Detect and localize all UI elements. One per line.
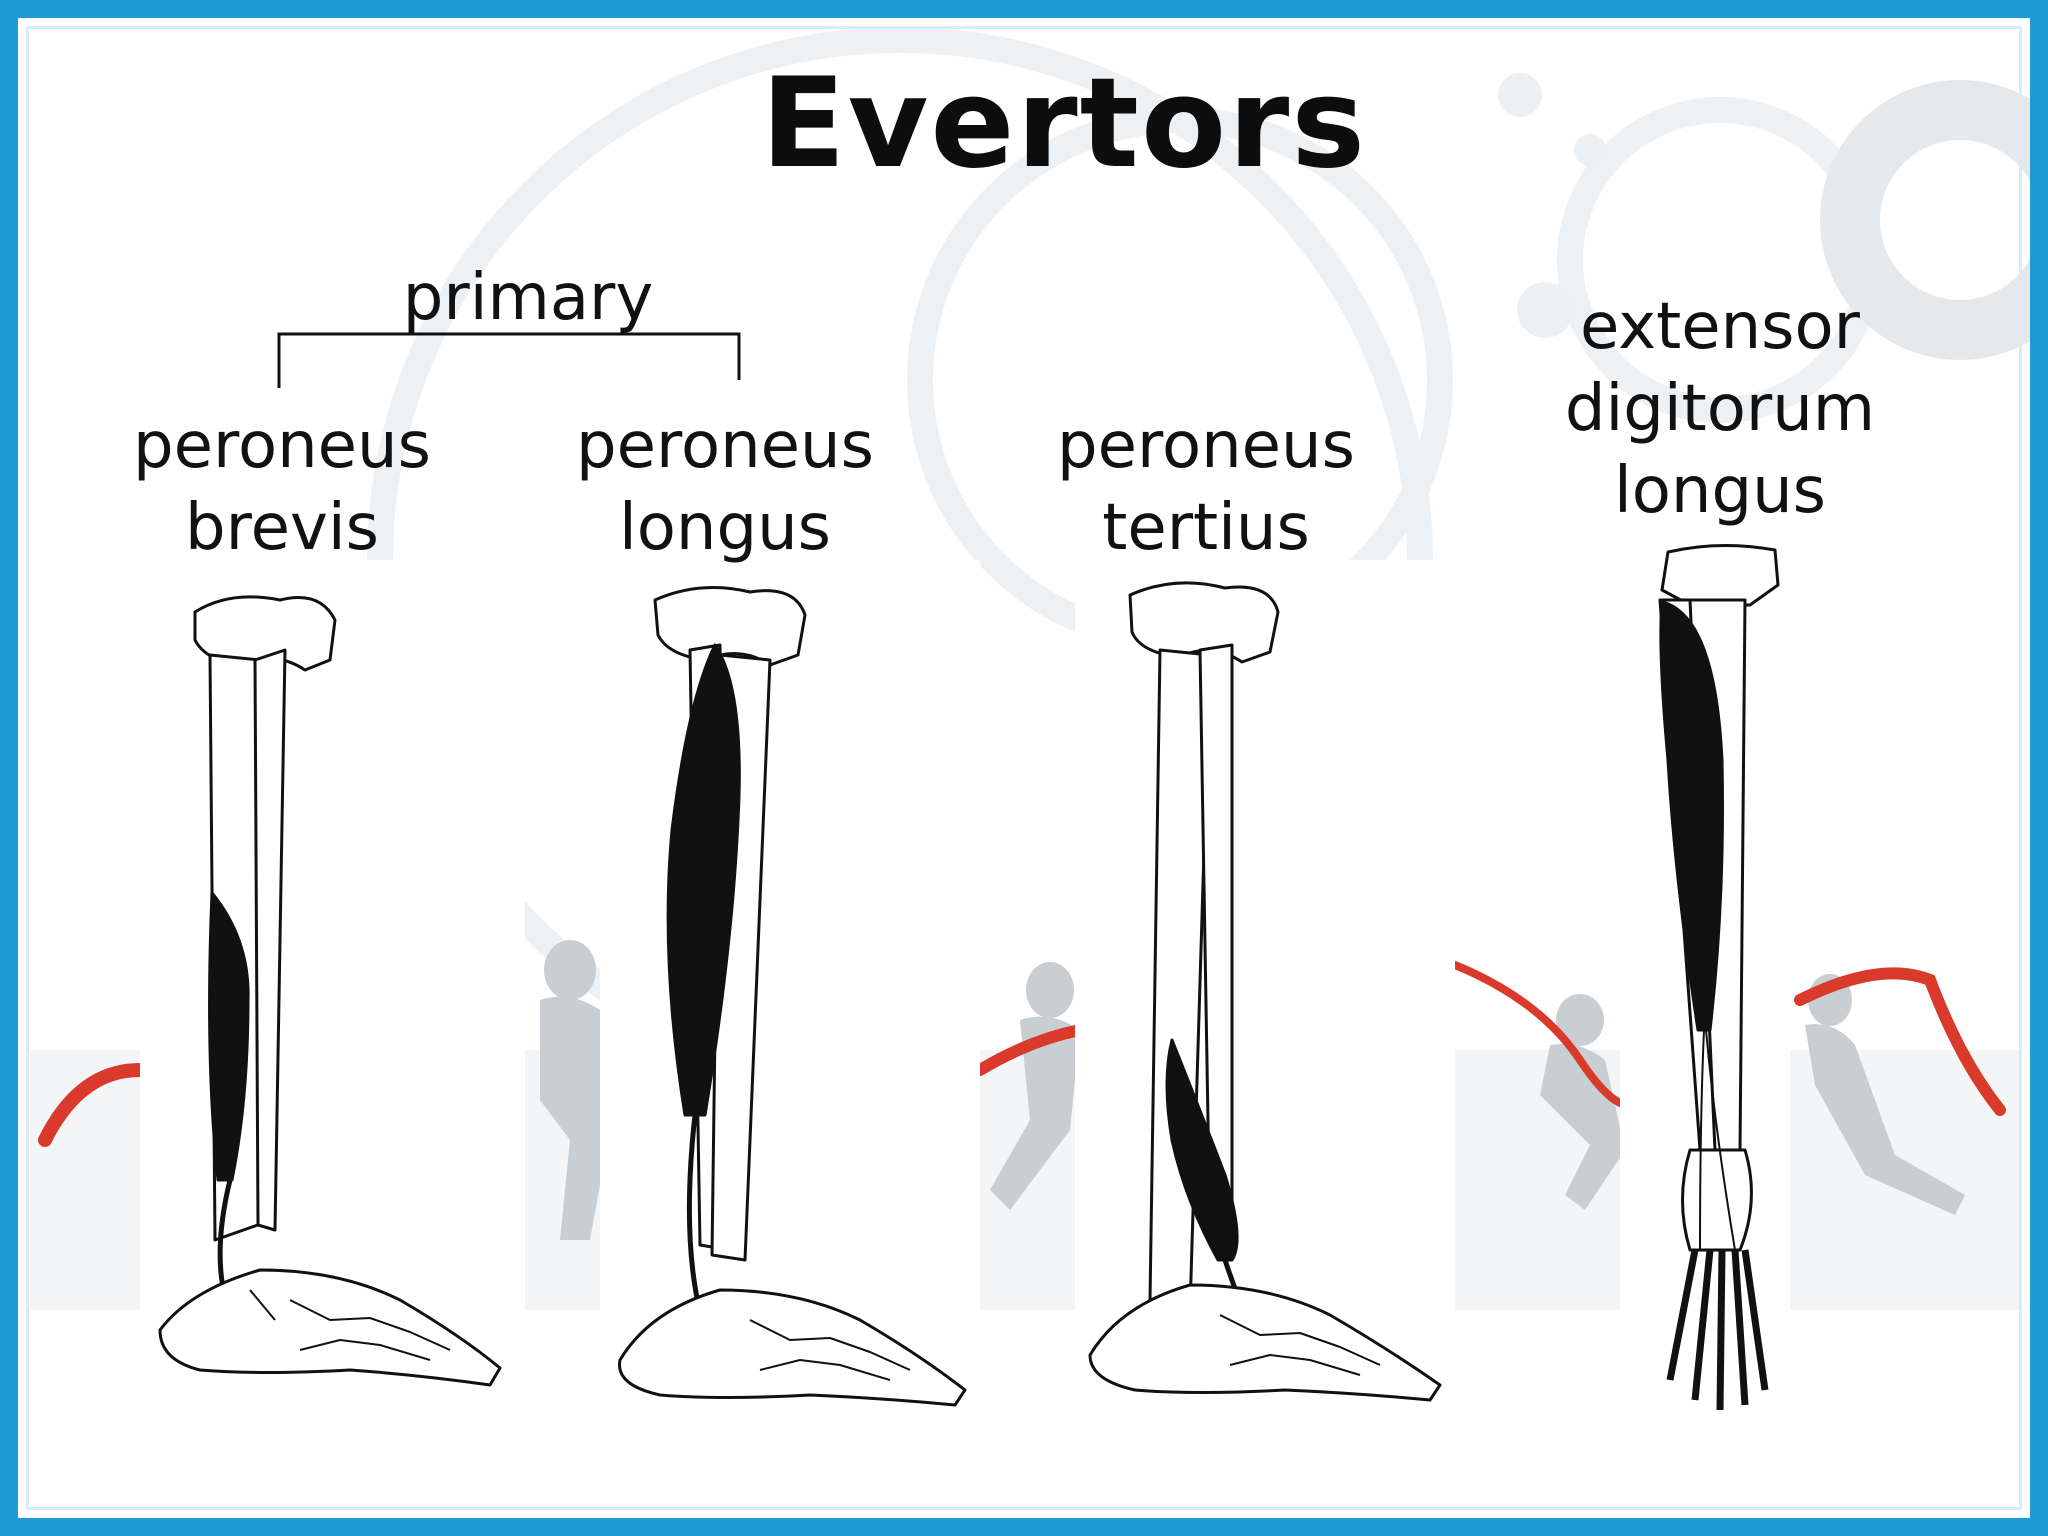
deco-ring xyxy=(1820,80,2048,360)
foot xyxy=(158,1268,502,1387)
deco-dot xyxy=(1574,134,1606,166)
ankle-bones xyxy=(1681,1148,1753,1252)
fibula xyxy=(253,648,287,1232)
slide-title: Evertors xyxy=(760,52,1368,196)
label-extensor-digitorum-longus: extensor digitorum longus xyxy=(1564,290,1876,528)
leg-figure-peroneus-tertius xyxy=(1088,581,1442,1402)
leg-figure-extensor-digitorum-longus xyxy=(1658,543,1780,1411)
peroneus-longus-muscle xyxy=(666,643,741,1117)
label-peroneus-brevis: peroneus brevis xyxy=(133,409,431,565)
primary-group-label: primary xyxy=(402,261,654,335)
extensor-digitorum-muscle xyxy=(1659,600,1724,1032)
foot-bones xyxy=(749,1319,911,1381)
label-peroneus-longus: peroneus longus xyxy=(576,409,874,565)
tendons xyxy=(1699,1029,1736,1251)
peroneus-brevis-muscle xyxy=(208,891,250,1182)
foot xyxy=(618,1288,967,1407)
tibia-head xyxy=(1660,543,1780,607)
foot-bones xyxy=(249,1289,451,1361)
deco-dot xyxy=(1498,73,1542,117)
leg-figure-peroneus-longus xyxy=(618,586,967,1407)
leg-figure-peroneus-brevis xyxy=(158,595,502,1387)
metatarsals xyxy=(1666,1249,1769,1411)
primary-bracket xyxy=(277,332,741,388)
athlete-silhouettes xyxy=(540,940,1965,1240)
deco-dot xyxy=(1517,282,1573,338)
foot-bones xyxy=(1219,1314,1381,1376)
label-peroneus-tertius: peroneus tertius xyxy=(1057,409,1355,565)
tibia-head xyxy=(653,586,807,667)
foot xyxy=(1088,1283,1442,1402)
